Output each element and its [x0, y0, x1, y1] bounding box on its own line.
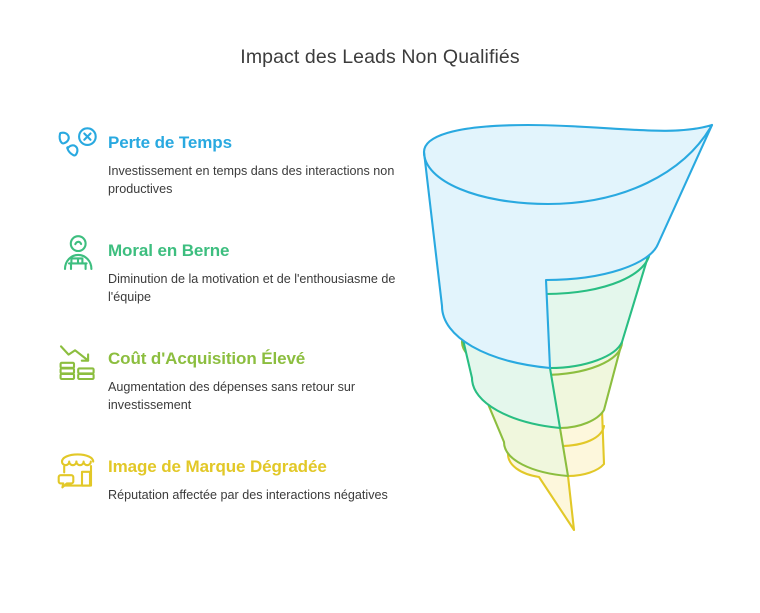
funnel-band-rim	[422, 123, 714, 206]
discouraged-employee-icon	[56, 232, 100, 276]
list-item: Perte de Temps Investissement en temps d…	[0, 118, 420, 226]
impact-item-list: Perte de Temps Investissement en temps d…	[0, 118, 420, 550]
page-title: Impact des Leads Non Qualifiés	[240, 46, 520, 68]
missed-call-icon	[56, 124, 100, 168]
item-description: Investissement en temps dans des interac…	[108, 164, 395, 196]
spiral-funnel-illustration	[408, 112, 748, 542]
item-description: Augmentation des dépenses sans retour su…	[108, 380, 356, 412]
item-title: Image de Marque Dégradée	[108, 457, 327, 476]
item-title: Perte de Temps	[108, 133, 232, 152]
item-title: Moral en Berne	[108, 241, 230, 260]
list-item: Image de Marque Dégradée Réputation affe…	[0, 442, 420, 550]
item-description: Réputation affectée par des interactions…	[108, 488, 388, 502]
list-item: Moral en Berne Diminution de la motivati…	[0, 226, 420, 334]
storefront-thumbs-down-icon	[56, 448, 100, 492]
declining-money-icon	[56, 340, 100, 384]
item-title: Coût d'Acquisition Élevé	[108, 349, 306, 368]
list-item: Coût d'Acquisition Élevé Augmentation de…	[0, 334, 420, 442]
funnel-band-time-loss	[422, 123, 714, 370]
item-description: Diminution de la motivation et de l'enth…	[108, 272, 396, 304]
